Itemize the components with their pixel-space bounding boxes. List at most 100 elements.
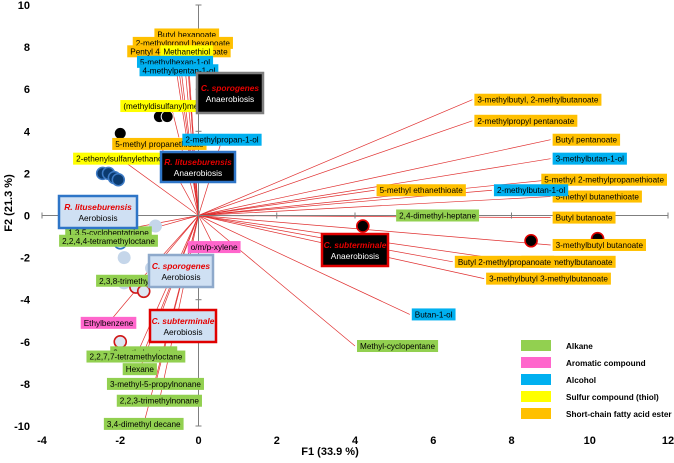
y-tick-label: 4 [24, 126, 31, 138]
legend-item: Alkane [521, 340, 593, 351]
sample-group-species: C. subterminale [324, 240, 387, 250]
variable-label-text: 3-methylbutyl, 2-methylbutanoate [477, 96, 599, 105]
y-tick-label: -4 [20, 295, 31, 307]
variable-label-box [59, 234, 158, 247]
variable-label-text: Butan-1-ol [415, 310, 453, 319]
legend-label: Sulfur compound (thiol) [566, 393, 659, 402]
loading-vector [198, 215, 356, 347]
variable-label: Butan-1-ol [411, 308, 456, 321]
variable-label-box [552, 211, 616, 224]
sample-point [113, 334, 128, 349]
sample-group-condition: Aerobiosis [78, 213, 117, 223]
legend-item: Alcohol [521, 374, 596, 385]
variable-label-box [80, 316, 137, 329]
variable-label: Butyl pentanoate [552, 133, 621, 146]
legend-label: Short-chain fatty acid ester [566, 410, 672, 419]
x-tick-label: 2 [274, 435, 280, 447]
variable-label-text: 3-methylbutan-1-ol [556, 155, 624, 164]
sample-group-species: C. sporogenes [201, 83, 260, 93]
y-tick-label: -6 [20, 337, 30, 349]
variable-label-box [122, 363, 157, 376]
loading-vector [186, 51, 199, 216]
variable-label-text: 2,2,3-trimethylnonane [120, 397, 200, 406]
variable-label-text: 5-methyl 2-methylpropanethioate [544, 176, 664, 185]
sample-point [524, 233, 538, 248]
variable-label-box [552, 152, 627, 165]
variable-label: 3-methylbutyl 3-methylbutanoate [486, 272, 611, 285]
loading-vectors [108, 34, 551, 424]
variable-label: 2-ethenylsulfanylethanol [73, 152, 168, 165]
sample-group-box [57, 194, 139, 230]
sample-point [111, 172, 126, 187]
x-tick-label: 12 [662, 435, 674, 447]
variable-label: 5-methyl butanethioate [552, 190, 642, 203]
variable-label: 3-methylbutan-1-ol [552, 152, 627, 165]
sample-group-species: C. subterminale [152, 316, 215, 326]
x-tick-label: 10 [584, 435, 596, 447]
sample-group-condition: Aerobiosis [163, 327, 202, 337]
x-tick-label: 8 [508, 435, 514, 447]
variable-label-box [474, 93, 602, 106]
x-axis-title: F1 (33.9 %) [301, 446, 359, 458]
variable-label: 2-methylpropyl pentanoate [474, 114, 578, 127]
variable-label-text: Methyl-cyclopentane [360, 342, 436, 351]
variable-label-text: 2,2,7,7-tetramethyloctane [89, 353, 182, 362]
variable-label-text: 2,4-dimethyl-heptane [399, 212, 476, 221]
variable-label-box [73, 152, 168, 165]
variable-label: Butyl 2-methylpropanoate [454, 255, 555, 268]
sample-point [160, 110, 174, 124]
sample-group-condition: Anaerobiosis [331, 251, 379, 261]
variable-label-box [86, 350, 186, 363]
variable-label-box [474, 114, 578, 127]
loading-vector [198, 215, 551, 246]
variable-label-box [552, 133, 621, 146]
variable-label-text: 5-methyl butanethioate [556, 193, 640, 202]
variable-label-text: Butyl 2-methylpropanoate [458, 258, 552, 267]
variable-label: 5-methyl ethanethioate [376, 184, 466, 197]
variable-label: 2,4-dimethyl-heptane [396, 209, 480, 222]
x-tick-label: -2 [115, 435, 125, 447]
variable-label-text: 2-ethenylsulfanylethanol [76, 155, 164, 164]
variable-label-text: Ethylbenzene [84, 319, 134, 328]
sample-group-box [148, 308, 218, 344]
legend-swatch [521, 391, 551, 402]
y-tick-label: 6 [24, 84, 30, 96]
variable-label-box [552, 190, 642, 203]
x-tick-label: 4 [352, 435, 359, 447]
variable-label-text: 5-methylhexan-1-ol [140, 58, 210, 67]
sample-group-species: C. sporogenes [152, 261, 211, 271]
variable-label: Methanethiol [160, 45, 214, 58]
variable-label: 3-methylbutyl butanoate [552, 238, 647, 251]
variable-label: 3,4-dimethyl decane [103, 417, 184, 430]
y-tick-label: -2 [20, 253, 30, 265]
variable-label-box [116, 394, 202, 407]
variable-label-box [182, 133, 262, 146]
legend-swatch [521, 340, 551, 351]
y-tick-label: -10 [14, 421, 30, 433]
variable-label: 2,2,3-trimethylnonane [116, 394, 202, 407]
variable-label-text: Butyl pentanoate [556, 136, 618, 145]
variable-label: Ethylbenzene [80, 316, 137, 329]
variable-label-text: Methanethiol [163, 47, 210, 56]
variable-label: 3-methylbutyl, 2-methylbutanoate [474, 93, 602, 106]
legend-item: Sulfur compound (thiol) [521, 391, 659, 402]
variable-label-text: 1,3,5-cycloheptatriene [68, 228, 149, 237]
loading-vector [198, 179, 551, 216]
variable-label: Butyl butanoate [552, 211, 616, 224]
variable-label: 3-methyl-5-propylnonane [106, 377, 204, 390]
loading-vector [198, 215, 410, 315]
variable-label: o/m/p-xylene [187, 241, 241, 254]
sample-group-box [320, 232, 390, 268]
variable-label-text: Butyl hexanoate [157, 30, 216, 39]
variable-label-text: (methyldisulfanyl)methane [123, 102, 219, 111]
loading-vector [120, 158, 199, 216]
loading-vector [198, 196, 551, 216]
variable-label-text: 2,3,8-trimethyl-decane [99, 277, 181, 286]
